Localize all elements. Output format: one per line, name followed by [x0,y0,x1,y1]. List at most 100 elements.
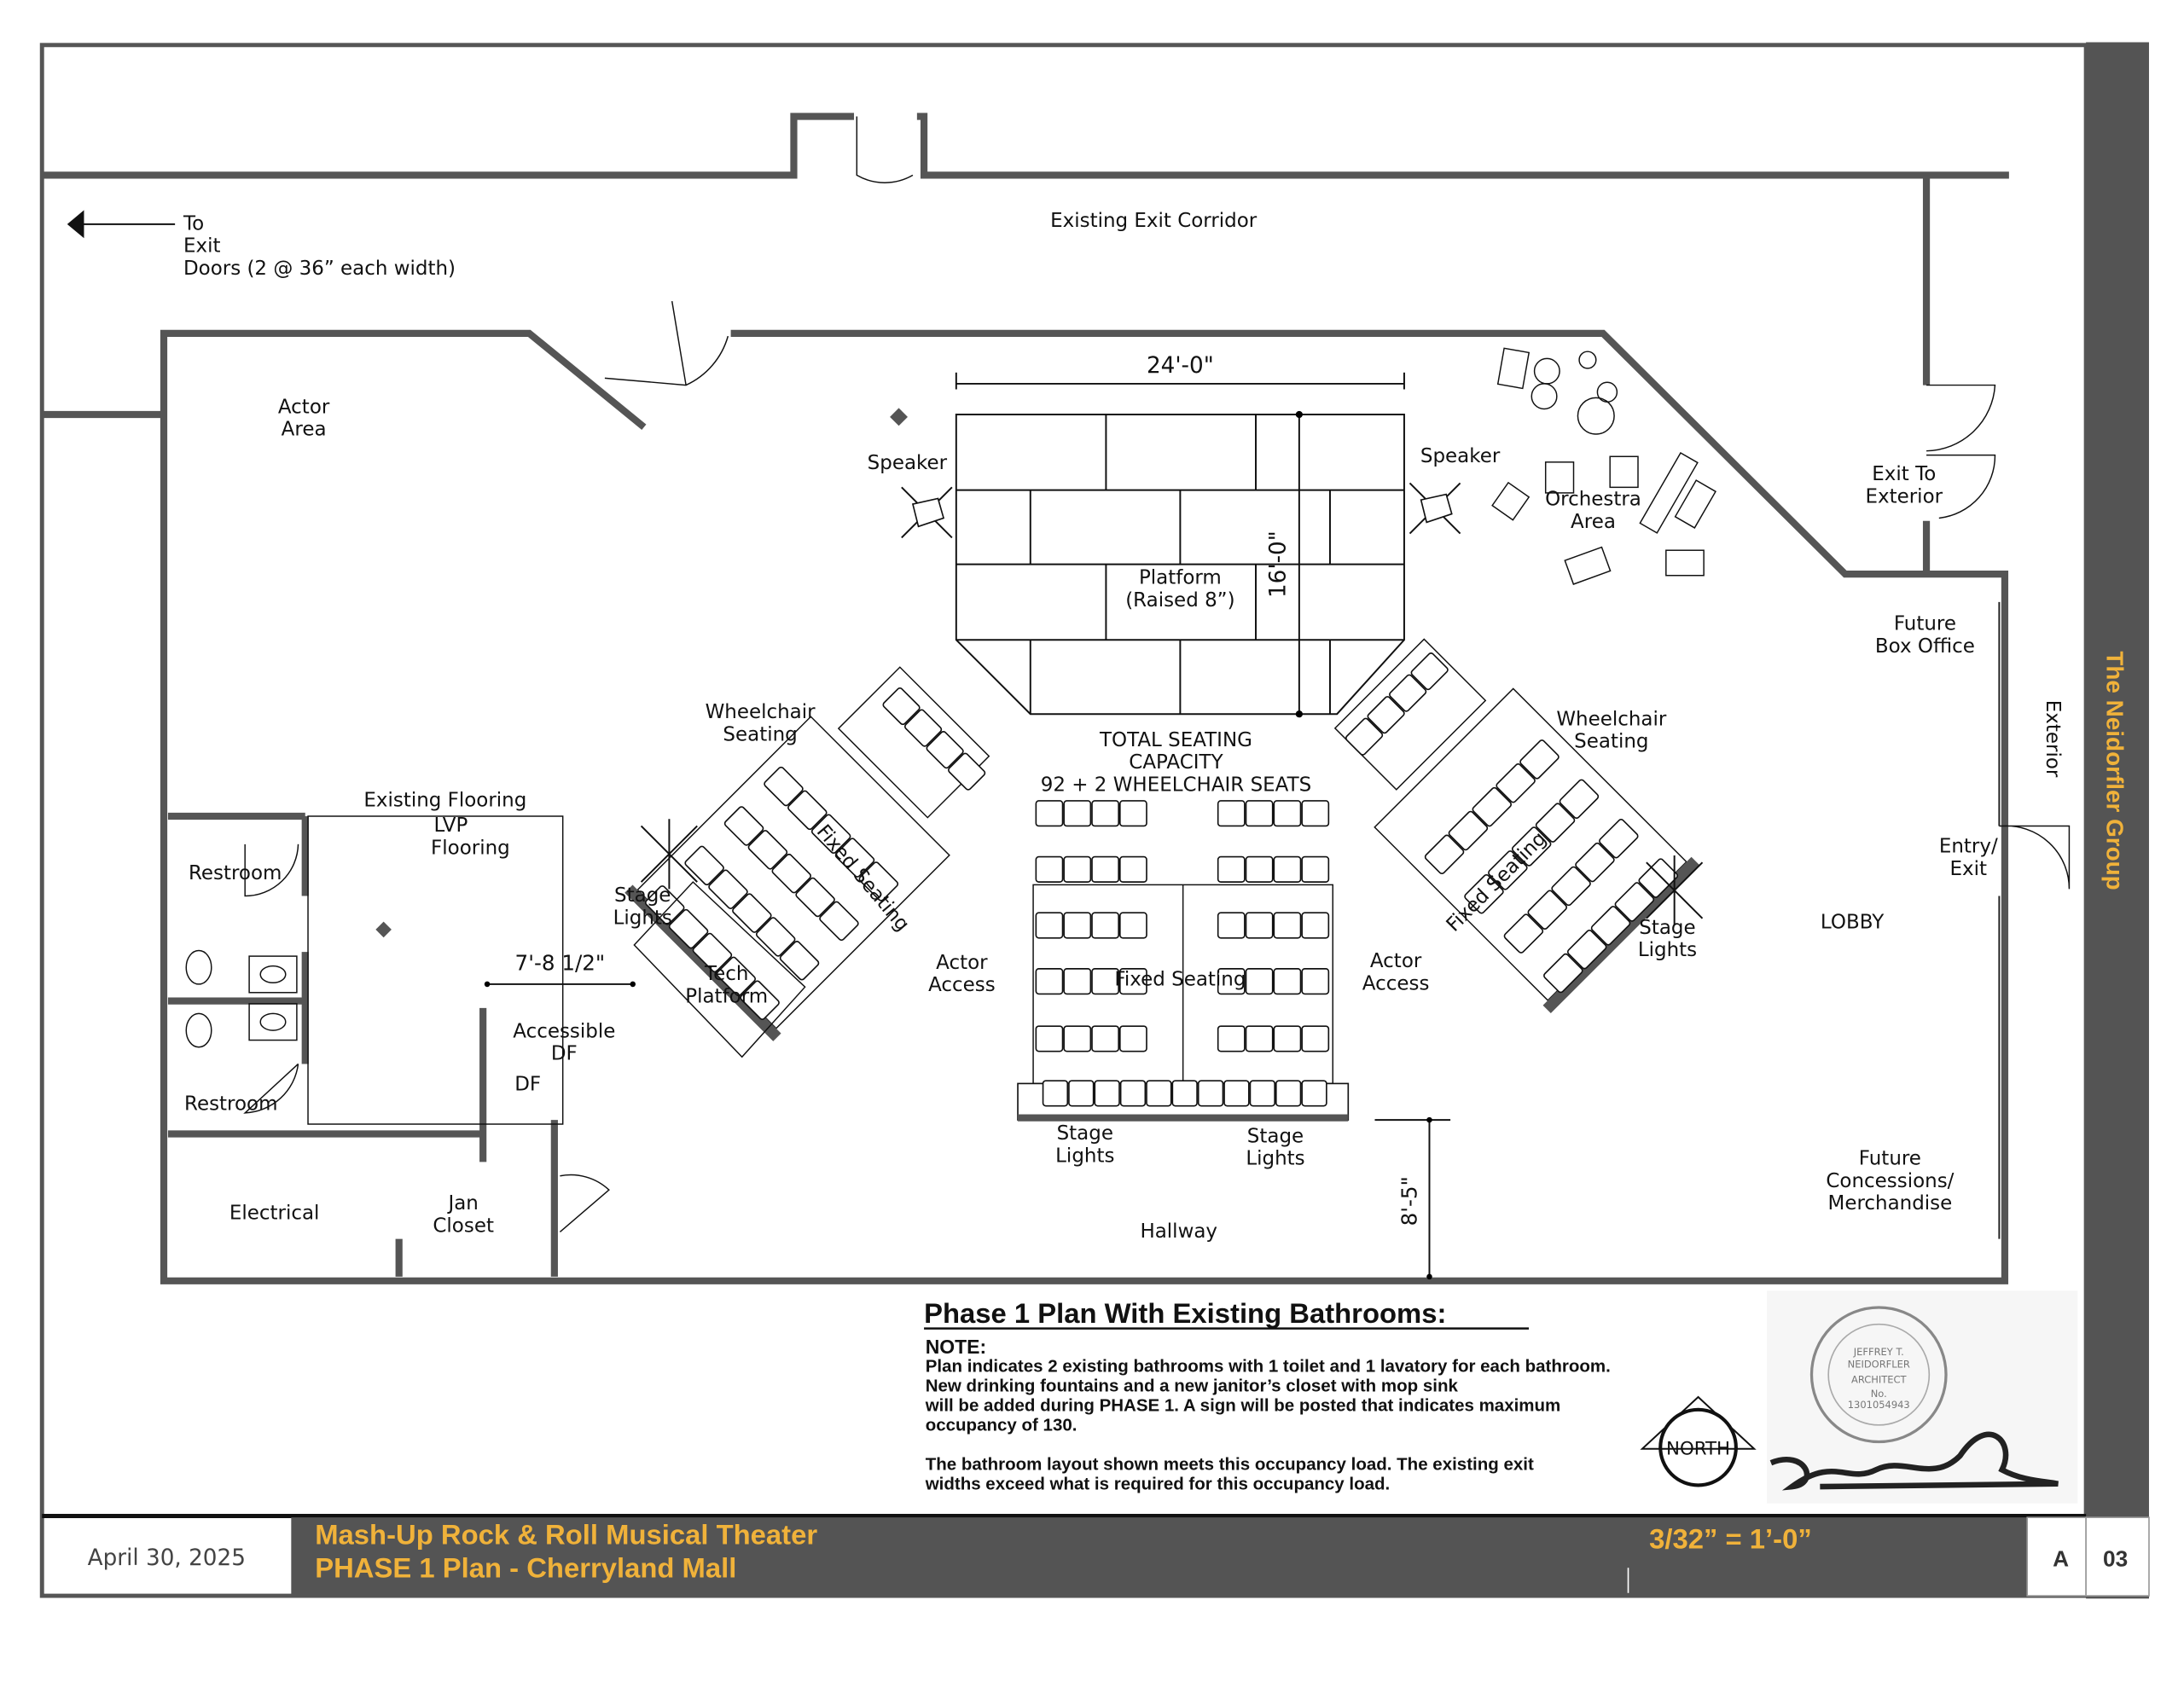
lobby-label: LOBBY [1821,911,1885,933]
sheet-title: PHASE 1 Plan - Cherryland Mall [315,1552,736,1584]
fixed-seating-label: Fixed Seating [1114,969,1246,991]
seat [1094,1080,1120,1107]
architect-signature [1769,1431,2059,1491]
seat [1217,1025,1246,1052]
seat [1496,763,1536,803]
seat [1217,855,1246,883]
notes-heading: Phase 1 Plan With Existing Bathrooms: [924,1297,1446,1329]
exit-note: Doors (2 @ 36” each width) [183,258,456,280]
actor-area-label: Area [282,419,327,441]
lvp-flooring-label: Flooring [431,837,510,859]
seat [1091,855,1119,883]
wheelchair-seating-label: Seating [1574,731,1648,753]
seat [810,814,851,855]
hall-dimension [1374,1116,1451,1280]
concessions-label: Future [1859,1148,1921,1170]
seat [787,790,828,831]
sheet-prefix: A [2053,1546,2069,1572]
orchestra-label: Area [1571,511,1616,533]
total-seating-label: CAPACITY [1129,751,1223,774]
seat [1273,800,1302,827]
seat [1063,855,1092,883]
seat [1575,842,1615,883]
bath-dimension-label: 7'-8 1/2" [515,951,606,976]
stage-depth-dimension: 16'-0" [1265,530,1291,598]
jan-closet-label: Jan [446,1192,478,1215]
seat [795,877,835,918]
left-seating-block [624,666,990,1041]
seat [1249,1080,1275,1107]
seat [1273,855,1302,883]
seat [1091,800,1119,827]
platform-label: (Raised 8”) [1125,589,1234,612]
walls [42,113,2009,1284]
speaker-left-icon [901,486,953,539]
tech-platform-label: Tech [704,963,748,985]
sheet-number: 03 [2103,1546,2128,1572]
seat [1519,739,1560,780]
stage-lights-icon [640,819,698,890]
seat [1273,912,1302,939]
hall-dimension-label: 8'-5" [1397,1176,1422,1226]
north-arrow-icon [1640,1395,1757,1487]
note-line: occupancy of 130. [926,1415,1077,1435]
seat [1245,912,1274,939]
project-name: Mash-Up Rock & Roll Musical Theater [315,1518,817,1550]
seat [1527,890,1567,930]
svg-text:1301054943: 1301054943 [1848,1399,1910,1411]
seat [1119,800,1147,827]
note-label: NOTE: [926,1336,986,1358]
stage-lights-label: Stage [1247,1125,1304,1147]
seat [926,731,964,769]
seat [668,908,709,949]
seat [1551,866,1591,907]
svg-text:ARCHITECT: ARCHITECT [1851,1374,1908,1386]
seat [1119,912,1147,939]
speaker-marker-icon [890,408,908,426]
svg-text:No.: No. [1871,1388,1887,1400]
svg-text:NEIDORFLER: NEIDORFLER [1848,1359,1910,1371]
seat [1559,779,1600,820]
seat [1035,912,1064,939]
stage-platform [955,372,1405,718]
seat [1472,786,1513,827]
wheelchair-seating-label: Wheelchair [706,701,816,723]
total-seating-label: 92 + 2 WHEELCHAIR SEATS [1041,774,1311,796]
tech-platform [633,881,806,1058]
seat [740,980,780,1020]
seat [708,869,748,909]
seat [1638,858,1678,898]
seat [1301,1080,1327,1107]
doors [243,116,2071,1232]
speaker-right-icon [1409,482,1461,535]
exit-note: Exit [183,235,221,258]
seat [1273,1025,1302,1052]
drawing-scale: 3/32” = 1’-0” [1649,1522,1812,1554]
note-line: will be added during PHASE 1. A sign wil… [925,1395,1561,1415]
seat [1119,968,1147,995]
seat [1223,1080,1250,1107]
stage-lights-label: Lights [1638,939,1697,961]
seat [732,893,772,933]
seat [1273,968,1302,995]
actor-access-label: Access [928,974,996,996]
seat [1197,1080,1224,1107]
firm-band [2086,42,2149,1599]
entry-exit-label: Entry/ [1939,836,1998,858]
seat [1119,855,1147,883]
actor-area-label: Actor [278,396,330,418]
seat [1614,882,1655,922]
seat [1245,968,1274,995]
exit-to-exterior-label: Exit To [1872,463,1936,485]
svg-text:JEFFREY T.: JEFFREY T. [1853,1346,1904,1358]
seat [1063,912,1092,939]
seat [1599,818,1639,859]
note-text: Plan indicates 2 existing bathrooms with… [925,1356,1611,1493]
seat [1275,1080,1302,1107]
orchestra-instruments-icon [1491,347,1716,585]
stage-lights-label: Stage [1057,1122,1113,1145]
architect-seal: JEFFREY T. NEIDORFLER ARCHITECT No. 1301… [1766,1290,2078,1504]
bathroom-fixtures [185,921,392,1048]
actor-access-label: Actor [1370,950,1422,972]
